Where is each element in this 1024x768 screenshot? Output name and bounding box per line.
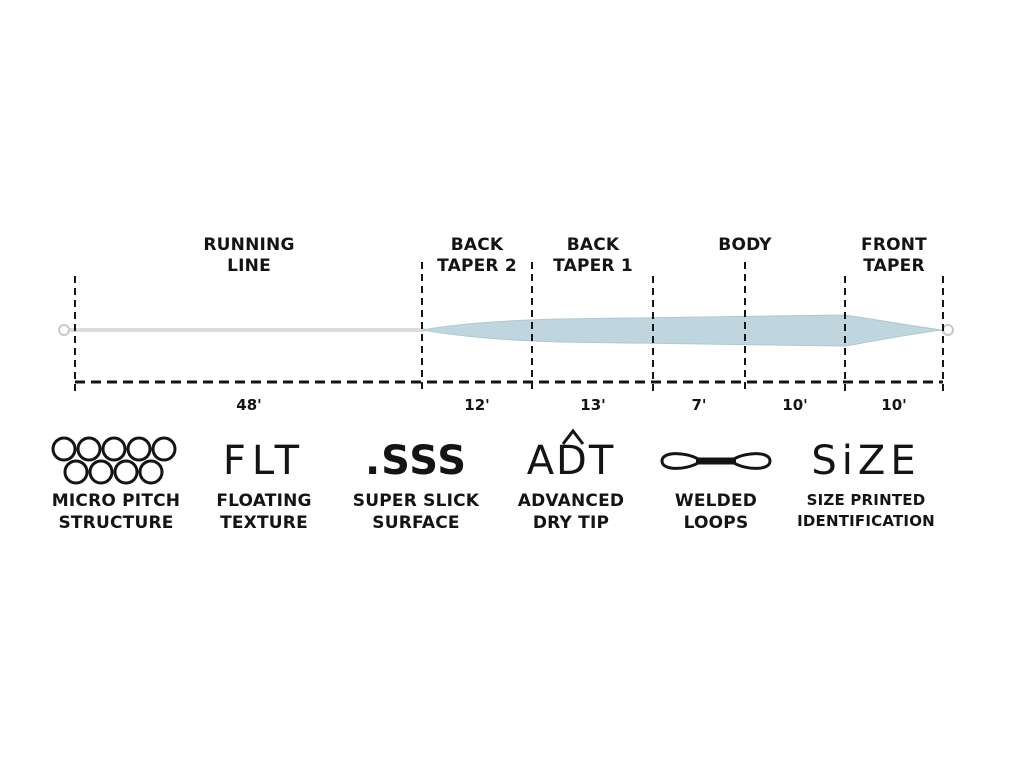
feature-caption: SIZE PRINTED IDENTIFICATION: [797, 491, 935, 530]
feature-super-slick: .SSS SUPER SLICK SURFACE: [336, 432, 496, 534]
head-profile: [421, 314, 943, 347]
front-loop: [942, 324, 954, 336]
length-body-2: 10': [782, 396, 808, 414]
feature-caption: SUPER SLICK SURFACE: [352, 491, 480, 533]
segment-label-body: BODY: [718, 235, 772, 255]
feature-caption: WELDED LOOPS: [674, 491, 758, 533]
length-body-1: 7': [691, 396, 707, 414]
adt-icon-text: ADT: [526, 438, 616, 484]
length-front-taper: 10': [881, 396, 907, 414]
feature-dry-tip: ADT ADVANCED DRY TIP: [491, 428, 651, 534]
feature-row: MICRO PITCH STRUCTURE FLT FLOATING TEXTU…: [40, 428, 984, 552]
sss-icon-text: .SSS: [364, 438, 468, 484]
feature-size-printed: SiZE SIZE PRINTED IDENTIFICATION: [786, 432, 946, 532]
length-running-line: 48': [236, 396, 262, 414]
taper-diagram: RUNNING LINE BACK TAPER 2 BACK TAPER 1 B…: [58, 235, 954, 414]
flt-icon-text: FLT: [222, 438, 306, 484]
length-back-taper-1: 13': [580, 396, 606, 414]
sss-icon: .SSS: [336, 432, 496, 490]
segment-label-front-taper: FRONT TAPER: [861, 235, 927, 276]
drop-arrow-icon: [561, 428, 585, 445]
feature-welded-loops: WELDED LOOPS: [636, 432, 796, 534]
welded-loops-icon: [636, 432, 796, 490]
rear-loop: [58, 324, 70, 336]
feature-floating-texture: FLT FLOATING TEXTURE: [184, 432, 344, 534]
feature-micro-pitch: MICRO PITCH STRUCTURE: [36, 432, 196, 534]
feature-caption: MICRO PITCH STRUCTURE: [51, 491, 181, 533]
length-back-taper-2: 12': [464, 396, 490, 414]
feature-caption: FLOATING TEXTURE: [216, 491, 312, 533]
feature-caption: ADVANCED DRY TIP: [517, 491, 625, 533]
segment-label-back-taper-1: BACK TAPER 1: [553, 235, 633, 276]
adt-drop-icon: ADT: [491, 428, 651, 490]
size-icon-text: SiZE: [811, 438, 921, 484]
segment-label-back-taper-2: BACK TAPER 2: [437, 235, 517, 276]
flt-icon: FLT: [184, 432, 344, 490]
micro-pitch-circles-icon: [36, 432, 196, 490]
segment-label-running-line: RUNNING LINE: [203, 235, 295, 276]
size-icon: SiZE: [786, 432, 946, 490]
taper-line-graphic: [58, 262, 954, 392]
